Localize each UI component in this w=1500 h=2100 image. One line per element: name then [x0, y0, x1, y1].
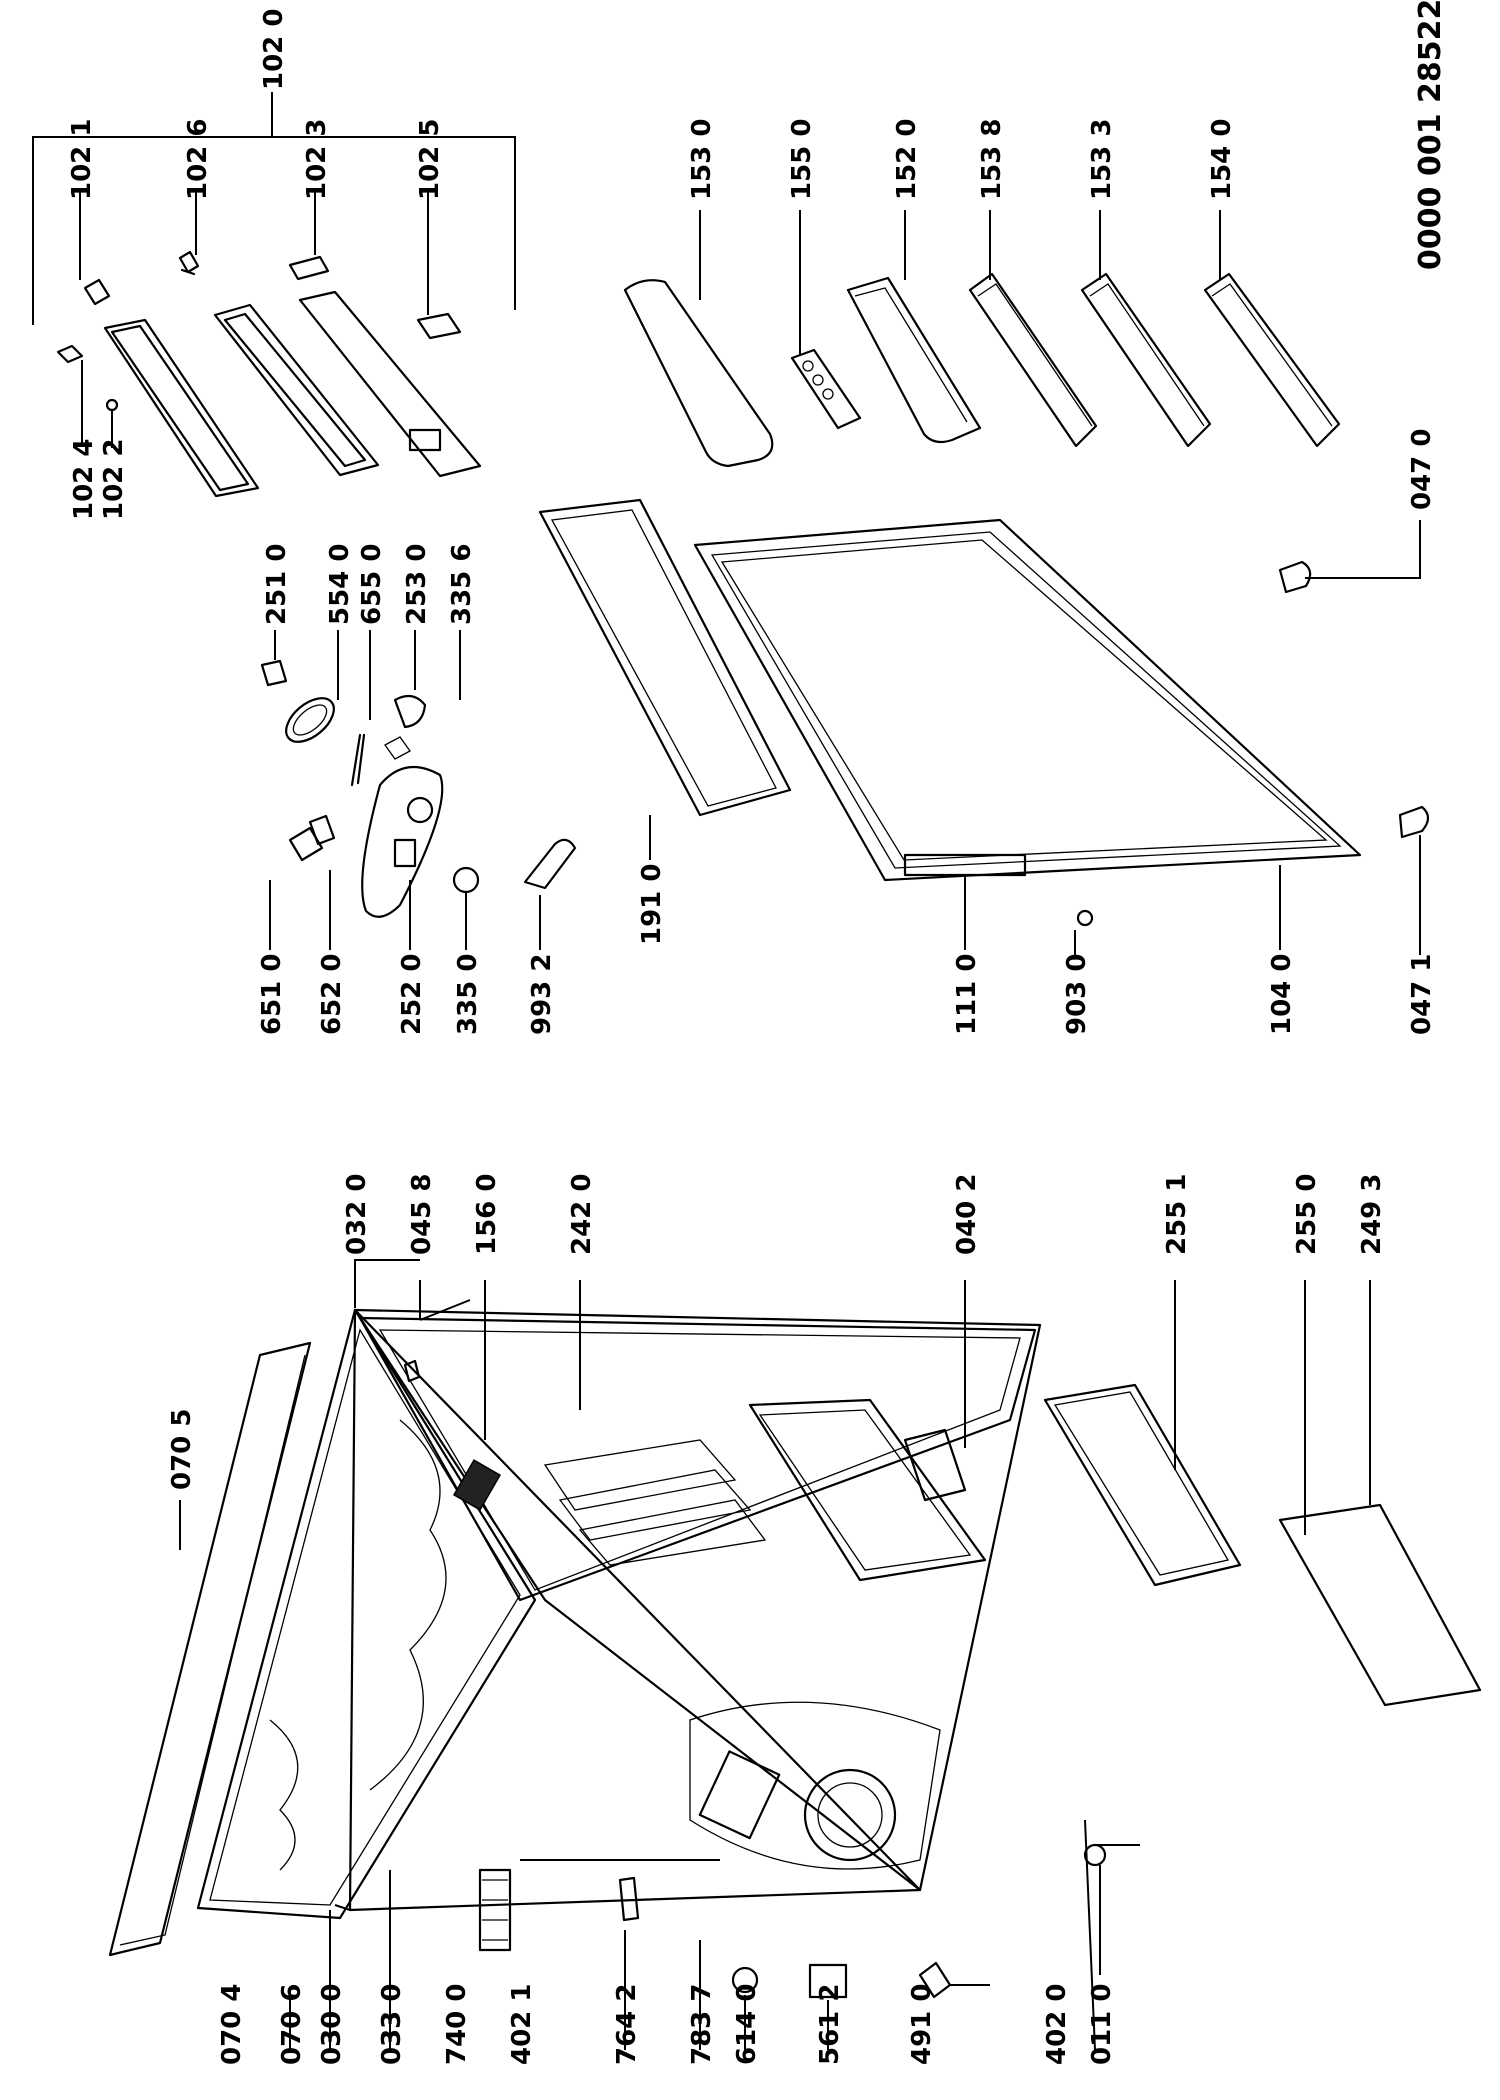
label-5612: 561 2: [815, 1984, 845, 2065]
label-0470: 047 0: [1407, 429, 1437, 510]
cabinet-body: [196, 1308, 1042, 1920]
label-1040: 104 0: [1267, 954, 1297, 1035]
label-7642: 764 2: [612, 1984, 642, 2065]
label-0110: 011 0: [1087, 1984, 1117, 2065]
shelves-lower: [1043, 1280, 1482, 1707]
label-2530: 253 0: [402, 544, 432, 625]
label-7837: 783 7: [687, 1984, 717, 2065]
door-shelves-group: [623, 210, 1341, 468]
label-0300: 030 0: [317, 1984, 347, 2065]
label-5540: 554 0: [325, 544, 355, 625]
label-0706: 070 6: [277, 1984, 307, 2065]
label-1550: 155 0: [787, 119, 817, 200]
label-1540: 154 0: [1207, 119, 1237, 200]
label-0320: 032 0: [342, 1174, 372, 1255]
label-1530: 153 0: [687, 119, 717, 200]
label-6520: 652 0: [317, 954, 347, 1035]
thermostat-lamp-group: [260, 630, 577, 950]
door-assembly: [538, 498, 1430, 955]
label-1533: 153 3: [1087, 119, 1117, 200]
label-3350: 335 0: [453, 954, 483, 1035]
label-2420: 242 0: [567, 1174, 597, 1255]
label-0402: 040 2: [952, 1174, 982, 1255]
label-1520: 152 0: [892, 119, 922, 200]
label-2493: 249 3: [1357, 1174, 1387, 1255]
label-0458: 045 8: [407, 1174, 437, 1255]
label-1910: 191 0: [637, 864, 667, 945]
part-labels: 102 0 102 1 102 6 102 3 102 5 102 4 102 …: [67, 0, 1448, 2065]
label-0330: 033 0: [377, 1984, 407, 2065]
label-2551: 255 1: [1162, 1174, 1192, 1255]
label-1560: 156 0: [472, 1174, 502, 1255]
label-9932: 993 2: [527, 954, 557, 1035]
label-2520: 252 0: [397, 954, 427, 1035]
label-3356: 335 6: [447, 544, 477, 625]
cabinet-leads: [108, 1259, 967, 2050]
label-1026: 102 6: [183, 119, 213, 200]
label-1020: 102 0: [259, 9, 289, 90]
label-9030: 903 0: [1062, 954, 1092, 1035]
label-1538: 153 8: [977, 119, 1007, 200]
label-0704: 070 4: [217, 1984, 247, 2065]
label-6550: 655 0: [357, 544, 387, 625]
label-1023: 102 3: [302, 119, 332, 200]
label-1024: 102 4: [69, 439, 99, 520]
label-1110: 111 0: [952, 954, 982, 1035]
label-4910: 491 0: [907, 1984, 937, 2065]
label-0705: 070 5: [167, 1409, 197, 1490]
label-1025: 102 5: [415, 119, 445, 200]
document-number: 0000 001 28522: [1413, 0, 1448, 270]
label-4021: 402 1: [507, 1984, 537, 2065]
freezer-flap-assembly-1020: [32, 92, 516, 498]
label-7400: 740 0: [442, 1984, 472, 2065]
label-6510: 651 0: [257, 954, 287, 1035]
label-4020: 402 0: [1042, 1984, 1072, 2065]
label-0471: 047 1: [1407, 954, 1437, 1035]
label-2550: 255 0: [1292, 1174, 1322, 1255]
label-1022: 102 2: [99, 439, 129, 520]
label-1021: 102 1: [67, 119, 97, 200]
label-6140: 614 0: [732, 1984, 762, 2065]
label-2510: 251 0: [262, 544, 292, 625]
electrical-parts: [478, 1819, 1140, 2051]
